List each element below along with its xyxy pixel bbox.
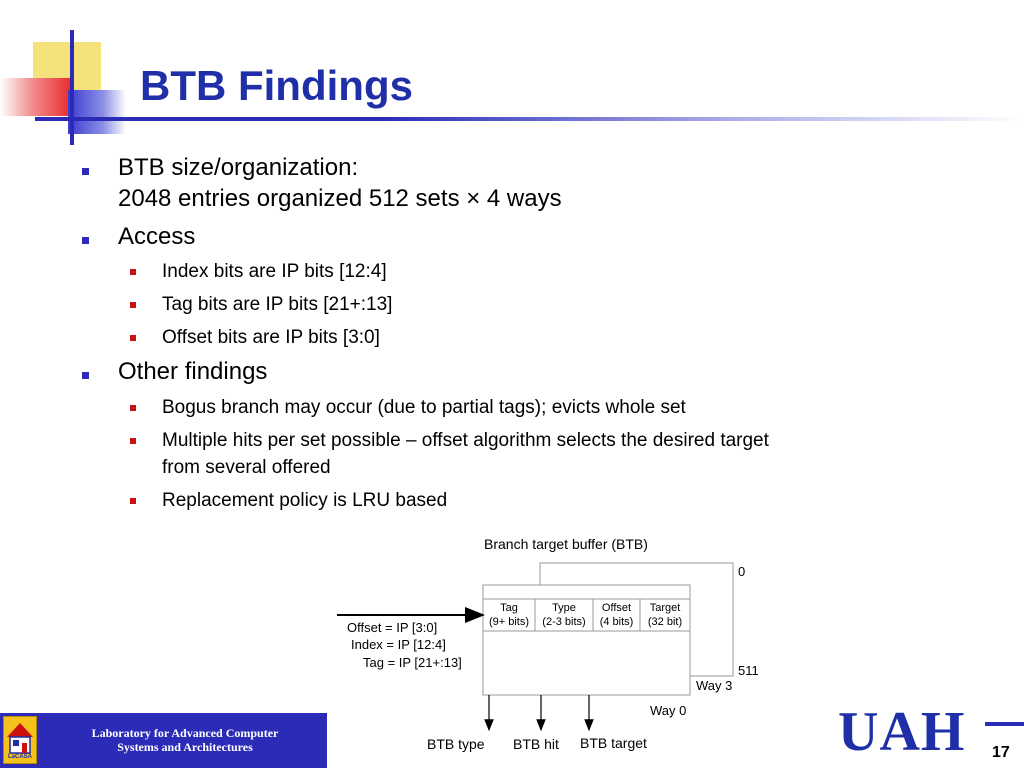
field-type: Type (2-3 bits) <box>535 601 593 629</box>
field-target: Target (32 bit) <box>640 601 690 629</box>
slide-title: BTB Findings <box>140 62 413 109</box>
corner-decoration-vertical-line <box>70 30 74 145</box>
sub-bullet-marker <box>130 438 136 444</box>
btb-caption: Branch target buffer (BTB) <box>484 536 648 552</box>
field-target-size: (32 bit) <box>647 616 683 628</box>
sub-bullet-replacement-policy: Replacement policy is LRU based <box>162 490 448 511</box>
sub-bullet-index-bits: Index bits are IP bits [12:4] <box>162 261 387 282</box>
footer-lab-band <box>0 713 327 768</box>
uah-logo: UAH <box>838 701 966 763</box>
output-btb-target: BTB target <box>580 735 647 751</box>
bullet-access: Access <box>118 223 196 250</box>
bullet-other-findings: Other findings <box>118 358 268 385</box>
sub-bullet-marker <box>130 302 136 308</box>
lab-name-line2: Systems and Architectures <box>117 740 253 754</box>
field-offset: Offset (4 bits) <box>593 601 640 629</box>
bullet-btb-size: BTB size/organization: <box>118 154 359 181</box>
row-index-top: 0 <box>738 564 746 579</box>
corner-decoration-blue <box>68 90 126 134</box>
btb-field-row <box>482 598 691 632</box>
way0-label: Way 0 <box>650 703 687 718</box>
field-tag-size: (9+ bits) <box>488 616 530 628</box>
sub-bullet-offset-bits: Offset bits are IP bits [3:0] <box>162 327 380 348</box>
lab-name: Laboratory for Advanced Computer Systems… <box>50 726 320 754</box>
sub-bullet-multiple-hits-cont: from several offered <box>162 457 331 478</box>
input-offset: Offset = IP [3:0] <box>347 620 438 635</box>
field-offset-name: Offset <box>601 602 632 614</box>
input-index: Index = IP [12:4] <box>351 637 446 652</box>
field-offset-size: (4 bits) <box>599 616 634 628</box>
corner-decoration-red <box>0 78 72 116</box>
lab-name-line1: Laboratory for Advanced Computer <box>91 726 279 740</box>
bullet-marker <box>82 372 89 379</box>
house-icon <box>7 723 33 754</box>
sub-bullet-bogus-branch: Bogus branch may occur (due to partial t… <box>162 397 686 418</box>
sub-bullet-multiple-hits: Multiple hits per set possible – offset … <box>162 430 769 451</box>
sub-bullet-marker <box>130 498 136 504</box>
row-index-bottom: 511 <box>738 663 759 678</box>
field-type-size: (2-3 bits) <box>542 616 586 628</box>
sub-bullet-marker <box>130 335 136 341</box>
page-number: 17 <box>992 744 1010 761</box>
uah-logo-bar <box>985 722 1024 726</box>
output-btb-hit: BTB hit <box>513 736 559 752</box>
bullet-btb-size-detail: 2048 entries organized 512 sets × 4 ways <box>118 185 562 212</box>
output-btb-type: BTB type <box>427 736 485 752</box>
field-tag-name: Tag <box>500 602 518 614</box>
sub-bullet-marker <box>130 269 136 275</box>
sub-bullet-marker <box>130 405 136 411</box>
field-type-name: Type <box>552 602 576 614</box>
lacasa-logo: LaCASA <box>3 716 37 764</box>
field-tag: Tag (9+ bits) <box>483 601 535 629</box>
bullet-marker <box>82 237 89 244</box>
lacasa-logo-text: LaCASA <box>7 754 32 760</box>
title-underline <box>35 117 1024 121</box>
sub-bullet-tag-bits: Tag bits are IP bits [21+:13] <box>162 294 393 315</box>
way3-label: Way 3 <box>696 678 733 693</box>
field-target-name: Target <box>649 602 681 614</box>
input-tag: Tag = IP [21+:13] <box>363 655 462 670</box>
bullet-marker <box>82 168 89 175</box>
